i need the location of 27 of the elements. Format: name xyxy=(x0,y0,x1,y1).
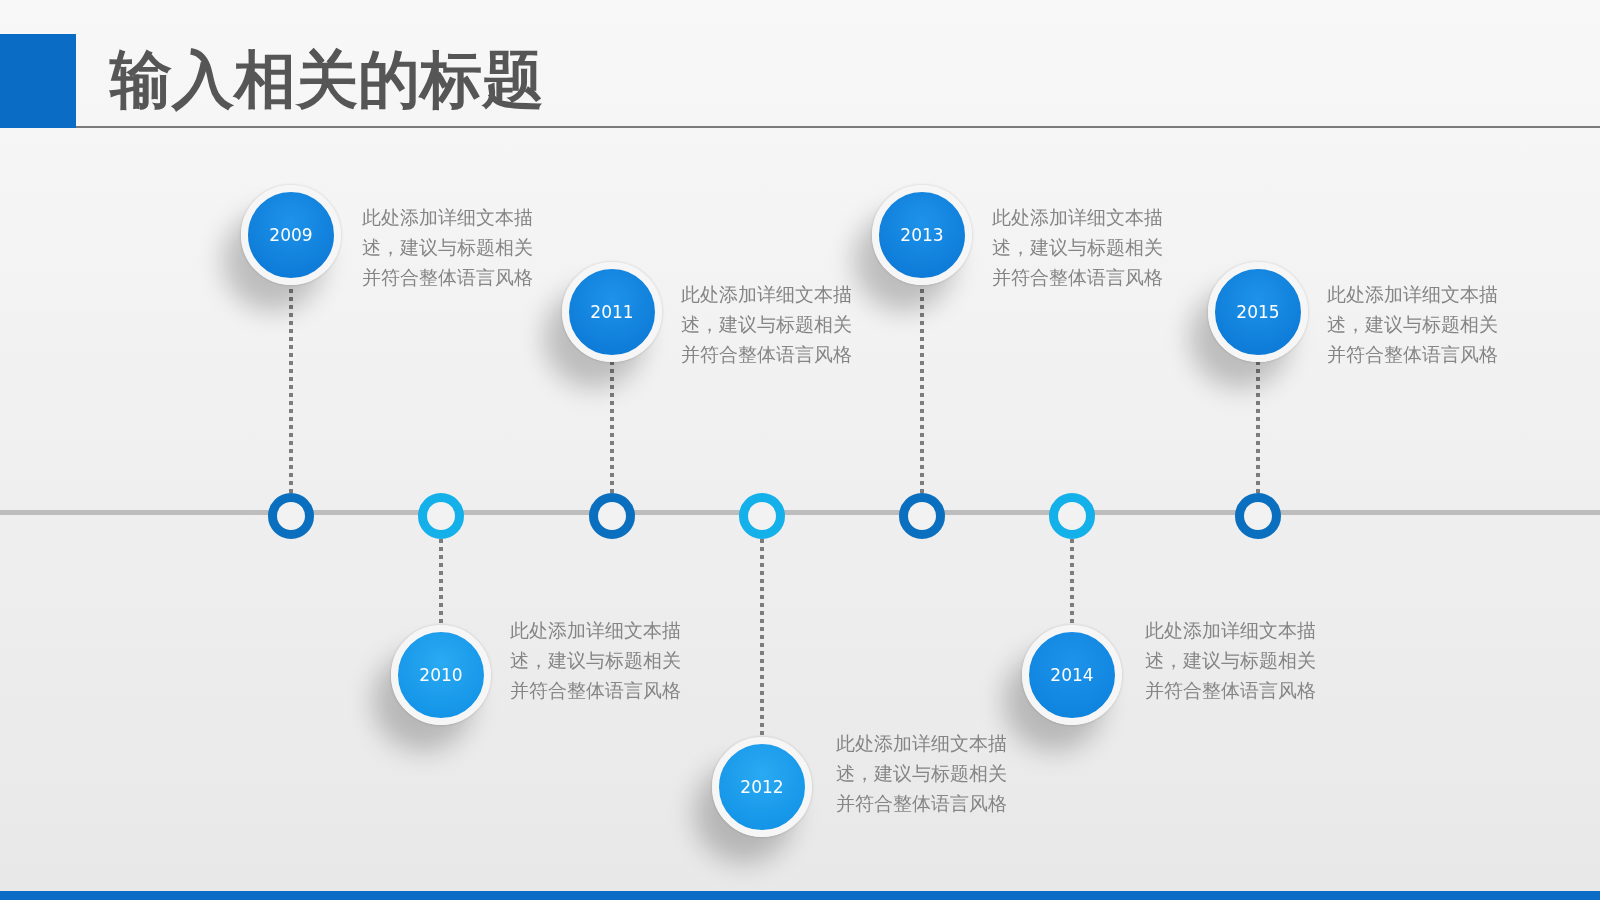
ring-marker xyxy=(1235,493,1281,539)
description-text: 此处添加详细文本描述，建议与标题相关并符合整体语言风格 xyxy=(681,282,853,367)
description-text: 此处添加详细文本描述，建议与标题相关并符合整体语言风格 xyxy=(362,205,534,290)
description-text: 此处添加详细文本描述，建议与标题相关并符合整体语言风格 xyxy=(510,618,682,703)
ring-marker xyxy=(268,493,314,539)
dotted-connector xyxy=(760,539,764,737)
ring-marker xyxy=(418,493,464,539)
dotted-connector xyxy=(439,539,443,625)
year-label: 2009 xyxy=(269,225,313,245)
description-text: 此处添加详细文本描述，建议与标题相关并符合整体语言风格 xyxy=(1327,282,1499,367)
description-text: 此处添加详细文本描述，建议与标题相关并符合整体语言风格 xyxy=(992,205,1164,290)
year-label: 2012 xyxy=(740,777,784,797)
slide-title: 输入相关的标题 xyxy=(110,42,544,118)
year-label: 2013 xyxy=(900,225,944,245)
description-text: 此处添加详细文本描述，建议与标题相关并符合整体语言风格 xyxy=(836,731,1008,816)
ring-marker xyxy=(739,493,785,539)
dotted-connector xyxy=(1070,539,1074,625)
description-text: 此处添加详细文本描述，建议与标题相关并符合整体语言风格 xyxy=(1145,618,1317,703)
ring-marker xyxy=(899,493,945,539)
year-label: 2011 xyxy=(590,302,634,322)
dotted-connector xyxy=(1256,362,1260,493)
ring-marker xyxy=(1049,493,1095,539)
dotted-connector xyxy=(610,362,614,493)
ring-marker xyxy=(589,493,635,539)
year-label: 2010 xyxy=(419,665,463,685)
year-label: 2014 xyxy=(1050,665,1094,685)
year-label: 2015 xyxy=(1236,302,1280,322)
